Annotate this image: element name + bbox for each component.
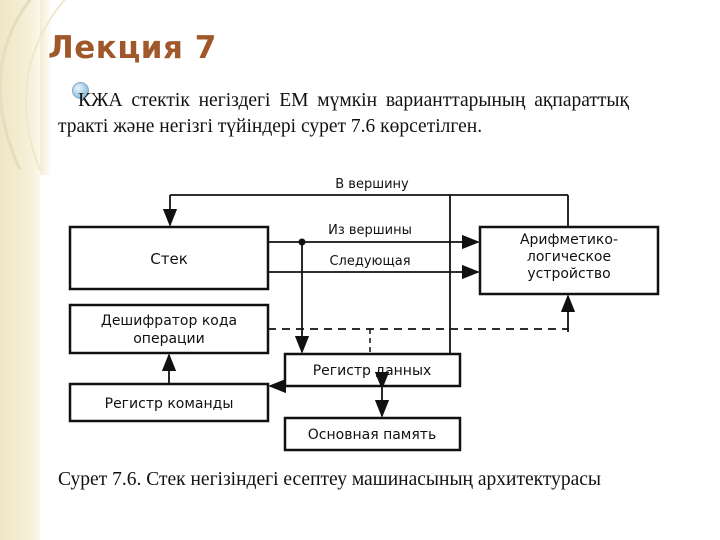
slide-paragraph: КЖА стектік негіздегі ЕМ мүмкін вариантт… (58, 90, 629, 137)
data-register-label: Регистр данных (313, 363, 432, 379)
from-top-label: Из вершины (328, 223, 412, 238)
main-memory-label: Основная память (308, 427, 436, 443)
architecture-diagram: Стек Арифметико- логическое устройство Д… (40, 172, 660, 457)
cmd-register-label: Регистр команды (105, 396, 234, 412)
decorative-swoosh (0, 0, 66, 170)
data-register-block (283, 352, 462, 388)
stack-label: Стек (150, 250, 188, 268)
cmd-register-block (68, 382, 270, 423)
decoder-label-line2: операции (133, 331, 205, 347)
alu-label-line1: Арифметико- (520, 232, 618, 248)
alu-label-line3: устройство (527, 266, 610, 282)
alu-block (478, 225, 660, 296)
to-top-label: В вершину (335, 177, 409, 192)
stack-block (68, 225, 270, 291)
slide-title: Лекция 7 (48, 30, 217, 66)
decoder-label-line1: Дешифратор кода (101, 313, 237, 329)
decorative-side-band (0, 0, 40, 540)
figure-caption: Сурет 7.6. Стек негізіндегі есептеу маши… (58, 469, 602, 490)
alu-label-line2: логическое (527, 249, 611, 265)
decorative-side-band-fade (40, 0, 52, 175)
bullet-icon (72, 82, 89, 99)
next-label: Следующая (329, 254, 410, 269)
decoder-block (68, 303, 270, 355)
main-memory-block (283, 416, 462, 452)
